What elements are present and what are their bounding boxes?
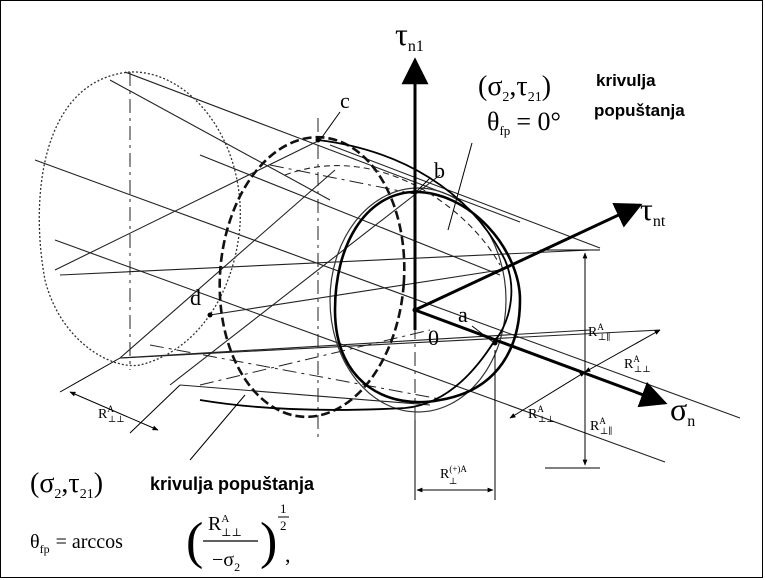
cylinder-top-edge xyxy=(124,71,521,223)
leader-c xyxy=(319,111,341,141)
bottom-curve-label: (σ2,τ21) krivulja popuštanja θfp= arccos… xyxy=(30,468,315,574)
grid-line xyxy=(169,174,441,386)
sigma-n-axis xyxy=(414,308,668,408)
bottom-stress-pair: (σ2,τ21) xyxy=(30,468,103,502)
top-curve-label: (σ2,τ21) krivulja popuštanja θfp= 0° xyxy=(478,71,685,138)
grid-line xyxy=(199,154,501,276)
dim-left xyxy=(69,391,159,431)
right-paren: ) xyxy=(260,513,277,570)
grid-line xyxy=(54,239,666,463)
grid-line xyxy=(34,159,741,419)
intersection-curve xyxy=(284,165,501,266)
left-paren: ( xyxy=(186,513,203,570)
axis-label-tau-nt: τnt xyxy=(640,191,666,230)
exponent-numerator: 1 xyxy=(280,501,287,516)
back-circle xyxy=(38,71,241,367)
top-stress-pair: (σ2,τ21) xyxy=(478,71,551,105)
point-a xyxy=(492,340,498,346)
grid-line xyxy=(109,79,331,201)
dim-left-ext2 xyxy=(129,384,181,434)
grid-line xyxy=(119,329,661,359)
bottom-text: krivulja popuštanja xyxy=(150,474,315,494)
exponent-denominator: 2 xyxy=(280,518,287,533)
leader-a xyxy=(471,325,494,343)
dim-label-left: RA⊥⊥ xyxy=(98,404,125,424)
top-theta-eq: θfp= 0° xyxy=(487,107,561,138)
grid-line xyxy=(329,144,601,249)
grid-line xyxy=(119,169,336,359)
bottom-theta: θfp= arccos xyxy=(30,531,123,556)
dim-label-right: RA⊥⊥ xyxy=(624,354,651,374)
label-a: a xyxy=(458,302,468,327)
label-c: c xyxy=(340,88,350,113)
front-circle xyxy=(329,187,507,413)
dim-left-ext1 xyxy=(59,357,121,393)
dim-label-bottom: R(+)A⊥ xyxy=(440,464,467,486)
end-comma: , xyxy=(285,542,291,567)
front-failure-curve xyxy=(333,190,522,404)
tau-nt-axis xyxy=(414,203,643,312)
cylinder-bottom-edge xyxy=(119,329,591,359)
point-d xyxy=(207,312,213,318)
construction-lines xyxy=(34,71,741,463)
leader-top-label xyxy=(447,142,473,231)
point-origin xyxy=(412,307,418,313)
fraction-numerator: RA⊥⊥ xyxy=(208,513,242,539)
axis-label-tau-n1: τn1 xyxy=(395,16,424,55)
axis-label-sigma-n: σn xyxy=(670,391,695,430)
dim-mid-diag xyxy=(509,371,586,419)
axes xyxy=(401,57,668,408)
label-origin: 0 xyxy=(428,325,439,350)
dashed-line xyxy=(149,344,446,401)
dim-label-lower-par: RA⊥∥ xyxy=(590,416,612,436)
dim-label-mid: RA⊥⊥ xyxy=(528,404,555,424)
dashed-line xyxy=(269,164,421,196)
grid-line xyxy=(54,139,321,271)
fraction-denominator: −σ2 xyxy=(212,549,240,574)
top-text-line2: popuštanja xyxy=(594,101,685,120)
leader-b xyxy=(415,177,431,193)
dimension-lines xyxy=(59,249,661,500)
point-c xyxy=(315,137,321,143)
grid-line xyxy=(209,269,501,316)
label-d: d xyxy=(190,285,201,310)
leader-bottom-label xyxy=(189,394,246,461)
cylinder-bottom-edge xyxy=(179,384,431,406)
dim-right-diag xyxy=(584,329,661,373)
leader-lines xyxy=(189,111,494,461)
point-b xyxy=(412,189,418,195)
top-text-line1: krivulja xyxy=(596,71,656,90)
dim-label-upper-par: RA⊥∥ xyxy=(588,322,610,342)
intersection-points xyxy=(207,137,498,346)
middle-failure-curve xyxy=(218,135,406,419)
label-b: b xyxy=(434,158,445,183)
